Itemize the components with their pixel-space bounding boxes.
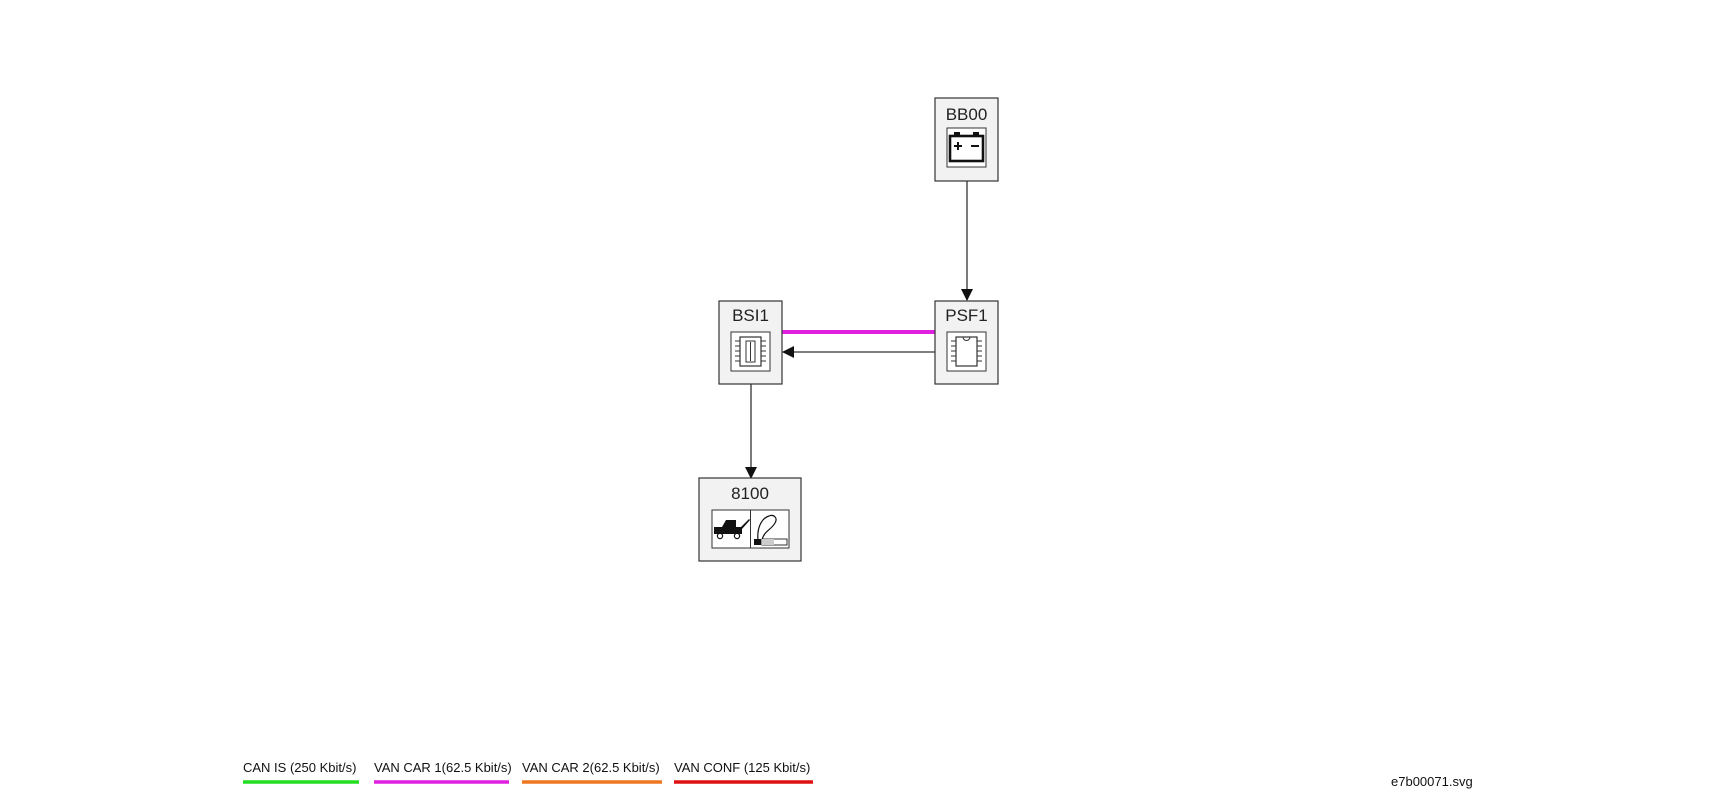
node-bb00-label: BB00 <box>946 105 988 124</box>
node-bsi1[interactable]: BSI1 <box>718 300 783 385</box>
legend-label-van-conf: VAN CONF (125 Kbit/s) <box>674 760 810 775</box>
legend-item-van-conf: VAN CONF (125 Kbit/s) <box>674 760 813 784</box>
node-8100-label: 8100 <box>731 484 769 503</box>
node-psf1[interactable]: PSF1 <box>934 300 999 385</box>
node-bb00[interactable]: BB00 <box>934 97 999 182</box>
chip-fuse-icon <box>730 331 771 372</box>
tow-truck-and-fuel-gauge-icon <box>711 509 790 549</box>
legend-item-van-car-1: VAN CAR 1(62.5 Kbit/s) <box>374 760 512 784</box>
legend: CAN IS (250 Kbit/s) VAN CAR 1(62.5 Kbit/… <box>243 760 813 784</box>
connections <box>745 181 973 479</box>
legend-label-van-car-2: VAN CAR 2(62.5 Kbit/s) <box>522 760 660 775</box>
node-8100[interactable]: 8100 <box>698 477 802 562</box>
node-psf1-label: PSF1 <box>945 306 988 325</box>
chip-icon <box>946 331 987 372</box>
battery-icon <box>946 127 987 168</box>
legend-label-van-car-1: VAN CAR 1(62.5 Kbit/s) <box>374 760 512 775</box>
legend-label-can-is: CAN IS (250 Kbit/s) <box>243 760 356 775</box>
node-bsi1-label: BSI1 <box>732 306 769 325</box>
file-name-label: e7b00071.svg <box>1391 774 1473 789</box>
legend-item-can-is: CAN IS (250 Kbit/s) <box>243 760 359 784</box>
legend-item-van-car-2: VAN CAR 2(62.5 Kbit/s) <box>522 760 662 784</box>
